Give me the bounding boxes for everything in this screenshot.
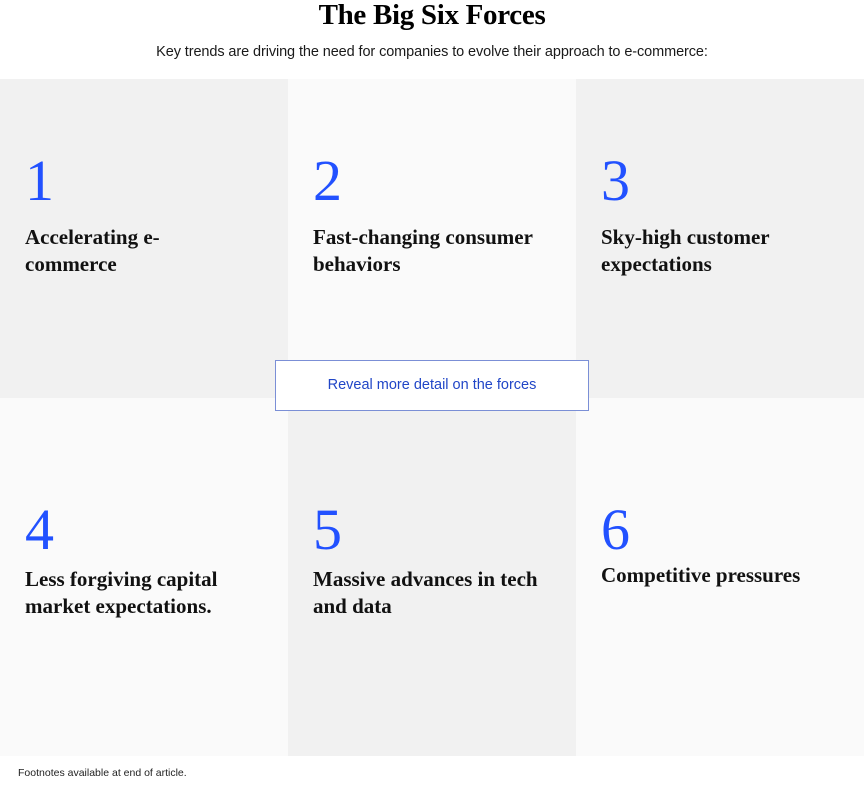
- force-label: Sky-high customer expectations: [601, 225, 770, 276]
- force-label: Accelerating e-commerce: [25, 225, 160, 276]
- page-title: The Big Six Forces: [318, 0, 546, 31]
- force-card-2: 2 Fast-changing consumer behaviors: [288, 79, 576, 398]
- force-label: Competitive pressures: [601, 563, 801, 587]
- page-subtitle: Key trends are driving the need for comp…: [156, 44, 708, 60]
- force-card-4: 4 Less forgiving capital market expectat…: [0, 398, 288, 756]
- force-card-6: 6 Competitive pressures: [576, 398, 864, 756]
- force-card-1: 1 Accelerating e-commerce: [0, 79, 288, 398]
- forces-grid: 1 Accelerating e-commerce 2 Fast-changin…: [0, 79, 864, 756]
- force-number: 1: [25, 148, 54, 213]
- force-label: Massive advances in tech and data: [313, 567, 538, 618]
- force-card-5: 5 Massive advances in tech and data: [288, 398, 576, 756]
- force-number: 5: [313, 497, 342, 562]
- force-label: Fast-changing consumer behaviors: [313, 225, 533, 276]
- force-number: 2: [313, 148, 342, 213]
- force-card-3: 3 Sky-high customer expectations: [576, 79, 864, 398]
- force-label: Less forgiving capital market expectatio…: [25, 567, 218, 618]
- force-number: 4: [25, 497, 54, 562]
- force-number: 3: [601, 148, 630, 213]
- force-number: 6: [601, 497, 630, 562]
- reveal-detail-button[interactable]: Reveal more detail on the forces: [275, 360, 589, 411]
- footnote: Footnotes available at end of article.: [18, 767, 187, 779]
